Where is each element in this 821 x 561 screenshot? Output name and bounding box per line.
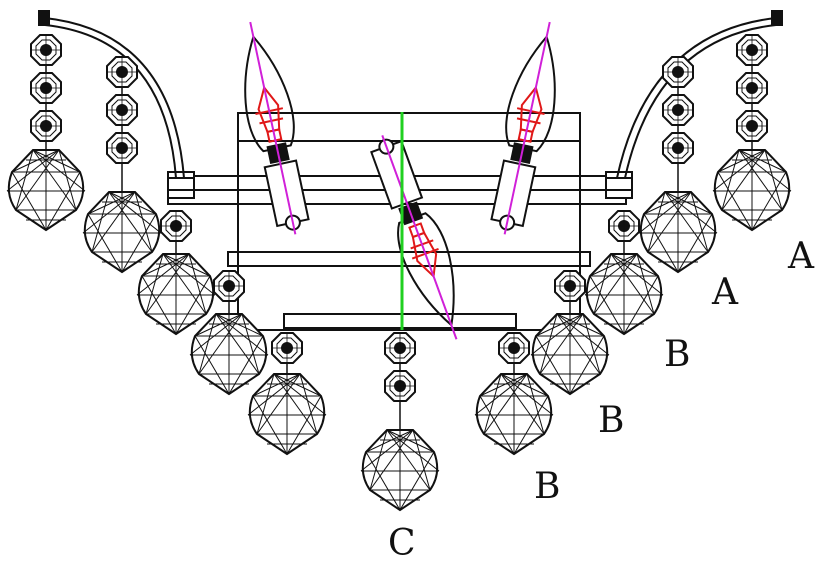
crystal-bead [736,72,768,104]
label-b-upper: B [664,334,690,375]
label-c-center: C [388,523,416,561]
crystal-ball [82,191,162,273]
lower-crossbar [283,313,517,329]
strand-left-b3 [247,332,327,455]
crystal-ball [712,149,792,231]
right-arm-collar [605,171,633,199]
left-arm-collar [167,171,195,199]
left-arm-outer [44,17,185,179]
strand-left-b1 [136,210,216,335]
label-a-inner: A [711,272,739,313]
crystal-bead [384,370,416,402]
crystal-bead [384,332,416,364]
strand-left-b2 [189,270,269,395]
crystal-ball [247,373,327,455]
crystal-bead [30,110,62,142]
crystal-ball [638,191,718,273]
crystal-ball [474,373,554,455]
crystal-strands [6,34,792,511]
label-b-lower: B [534,466,560,507]
crystal-bead [608,210,640,242]
strand-inner-left [82,56,162,273]
crystal-ball [530,313,610,395]
candle-bulbs [227,16,573,348]
crystal-bead [498,332,530,364]
crystal-bead [554,270,586,302]
crystal-ball [360,429,440,511]
crystal-bead [160,210,192,242]
strand-center-c [360,332,440,511]
strand-inner-right [638,56,718,273]
strand-outer-left [6,34,86,231]
crystal-bead [213,270,245,302]
label-b-middle: B [598,400,624,441]
crystal-ball [584,253,664,335]
top-plate [237,112,581,142]
strand-outer-right [712,34,792,231]
crystal-bead [30,72,62,104]
crystal-ball [6,149,86,231]
label-a-outer: A [787,236,815,277]
strand-right-b3 [474,332,554,455]
crystal-bead [106,94,138,126]
left-arm-cap [38,10,50,26]
crystal-ball [136,253,216,335]
right-arm-cap [771,10,783,26]
crystal-bead [662,56,694,88]
middle-crossbar [227,251,591,267]
crystal-bead [106,132,138,164]
crystal-bead [736,110,768,142]
crystal-bead [662,94,694,126]
left-candle-bulb [227,16,319,240]
crystal-bead [736,34,768,66]
crystal-bead [30,34,62,66]
crystal-bead [662,132,694,164]
crystal-ball [189,313,269,395]
crystal-bead [106,56,138,88]
strand-right-b2 [530,270,610,395]
right-candle-bulb [481,16,573,240]
strand-right-b1 [584,210,664,335]
crystal-bead [271,332,303,364]
